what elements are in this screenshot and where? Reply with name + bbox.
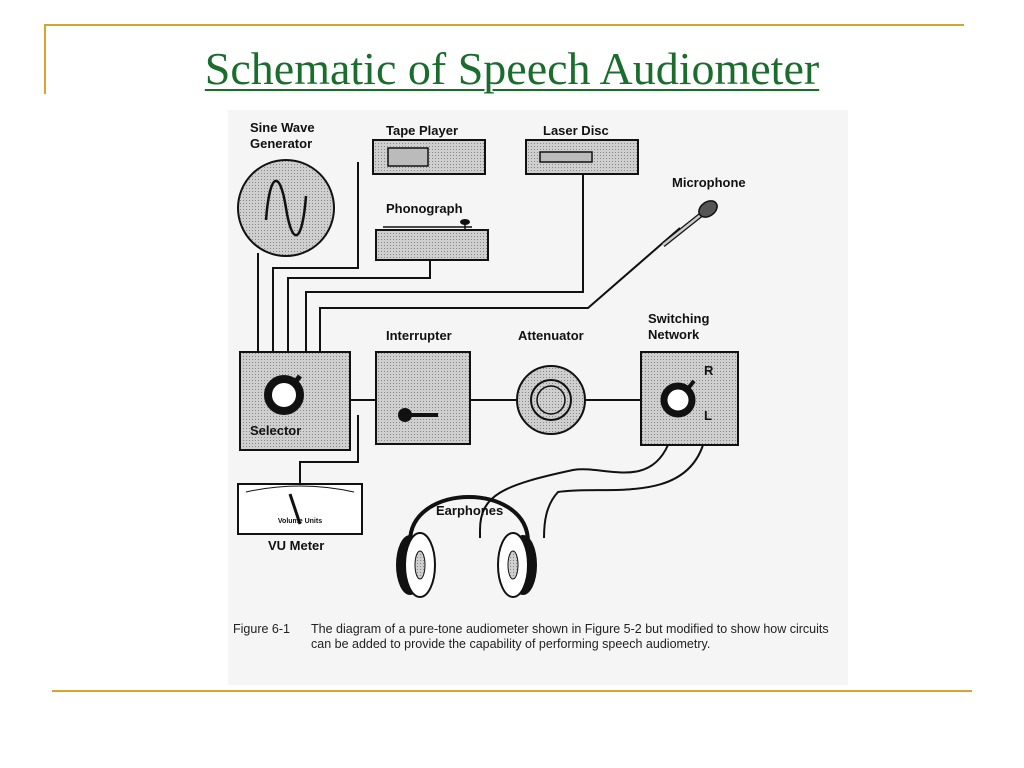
volume-units-label: Volume Units <box>278 518 322 525</box>
microphone: Microphone <box>661 175 746 247</box>
figure-caption-label: Figure 6-1 <box>233 622 290 636</box>
wire-phono <box>287 260 431 352</box>
microphone-head-icon <box>698 200 718 218</box>
wire-earphone-left <box>479 444 669 538</box>
selector: Selector <box>239 351 351 451</box>
wire-vu <box>299 415 359 484</box>
connection-wires <box>257 162 704 539</box>
vu-meter-label: VU Meter <box>268 538 324 553</box>
microphone-label: Microphone <box>672 175 746 190</box>
tape-player: Tape Player <box>372 123 486 175</box>
vu-needle-icon <box>288 493 302 525</box>
tape-slot-icon <box>387 147 429 167</box>
schematic-diagram: Sine Wave Generator Tape Player Laser Di… <box>237 120 746 598</box>
earphones: Earphones <box>396 495 537 598</box>
sine-wave-generator-label-1: Sine Wave <box>250 120 315 135</box>
tape-player-label: Tape Player <box>386 123 458 138</box>
vu-meter: Volume Units VU Meter <box>237 483 363 553</box>
switching-network-label-2: Network <box>648 327 700 342</box>
headband-icon <box>408 495 530 543</box>
switching-network: Switching Network R L <box>640 311 739 446</box>
interrupter-label: Interrupter <box>386 328 452 343</box>
selector-label: Selector <box>250 423 301 438</box>
switching-network-label-1: Switching <box>648 311 709 326</box>
disc-slot-icon <box>539 151 593 163</box>
wire-laser <box>305 167 584 352</box>
attenuator: Attenuator <box>516 328 586 435</box>
audiometer-figure: Sine Wave Generator Tape Player Laser Di… <box>228 110 848 685</box>
vu-meter-body <box>237 483 363 535</box>
sine-wave-generator: Sine Wave Generator <box>237 120 335 257</box>
frame-top-rule <box>44 24 964 26</box>
frame-left-rule <box>44 24 46 94</box>
phonograph-label: Phonograph <box>386 201 463 216</box>
laser-disc-label: Laser Disc <box>543 123 609 138</box>
switch-knob-icon <box>660 382 696 418</box>
attenuator-dial-icon <box>516 365 586 435</box>
channel-left-label: L <box>704 408 712 423</box>
wire-mic <box>319 227 681 352</box>
sine-wave-generator-label-2: Generator <box>250 136 312 151</box>
wire-earphone-right <box>543 444 704 539</box>
attenuator-label: Attenuator <box>518 328 584 343</box>
earphones-label: Earphones <box>436 503 503 518</box>
phonograph: Phonograph <box>375 201 489 261</box>
selector-knob-icon <box>264 375 304 415</box>
interrupter: Interrupter <box>375 328 471 445</box>
laser-disc-player: Laser Disc <box>525 123 639 175</box>
figure-caption-text: The diagram of a pure-tone audiometer sh… <box>311 622 829 651</box>
frame-bottom-rule <box>52 690 972 692</box>
channel-right-label: R <box>704 363 714 378</box>
wire-tape <box>272 162 359 352</box>
slide-title: Schematic of Speech Audiometer <box>204 43 820 94</box>
sine-wave-icon <box>264 179 308 237</box>
